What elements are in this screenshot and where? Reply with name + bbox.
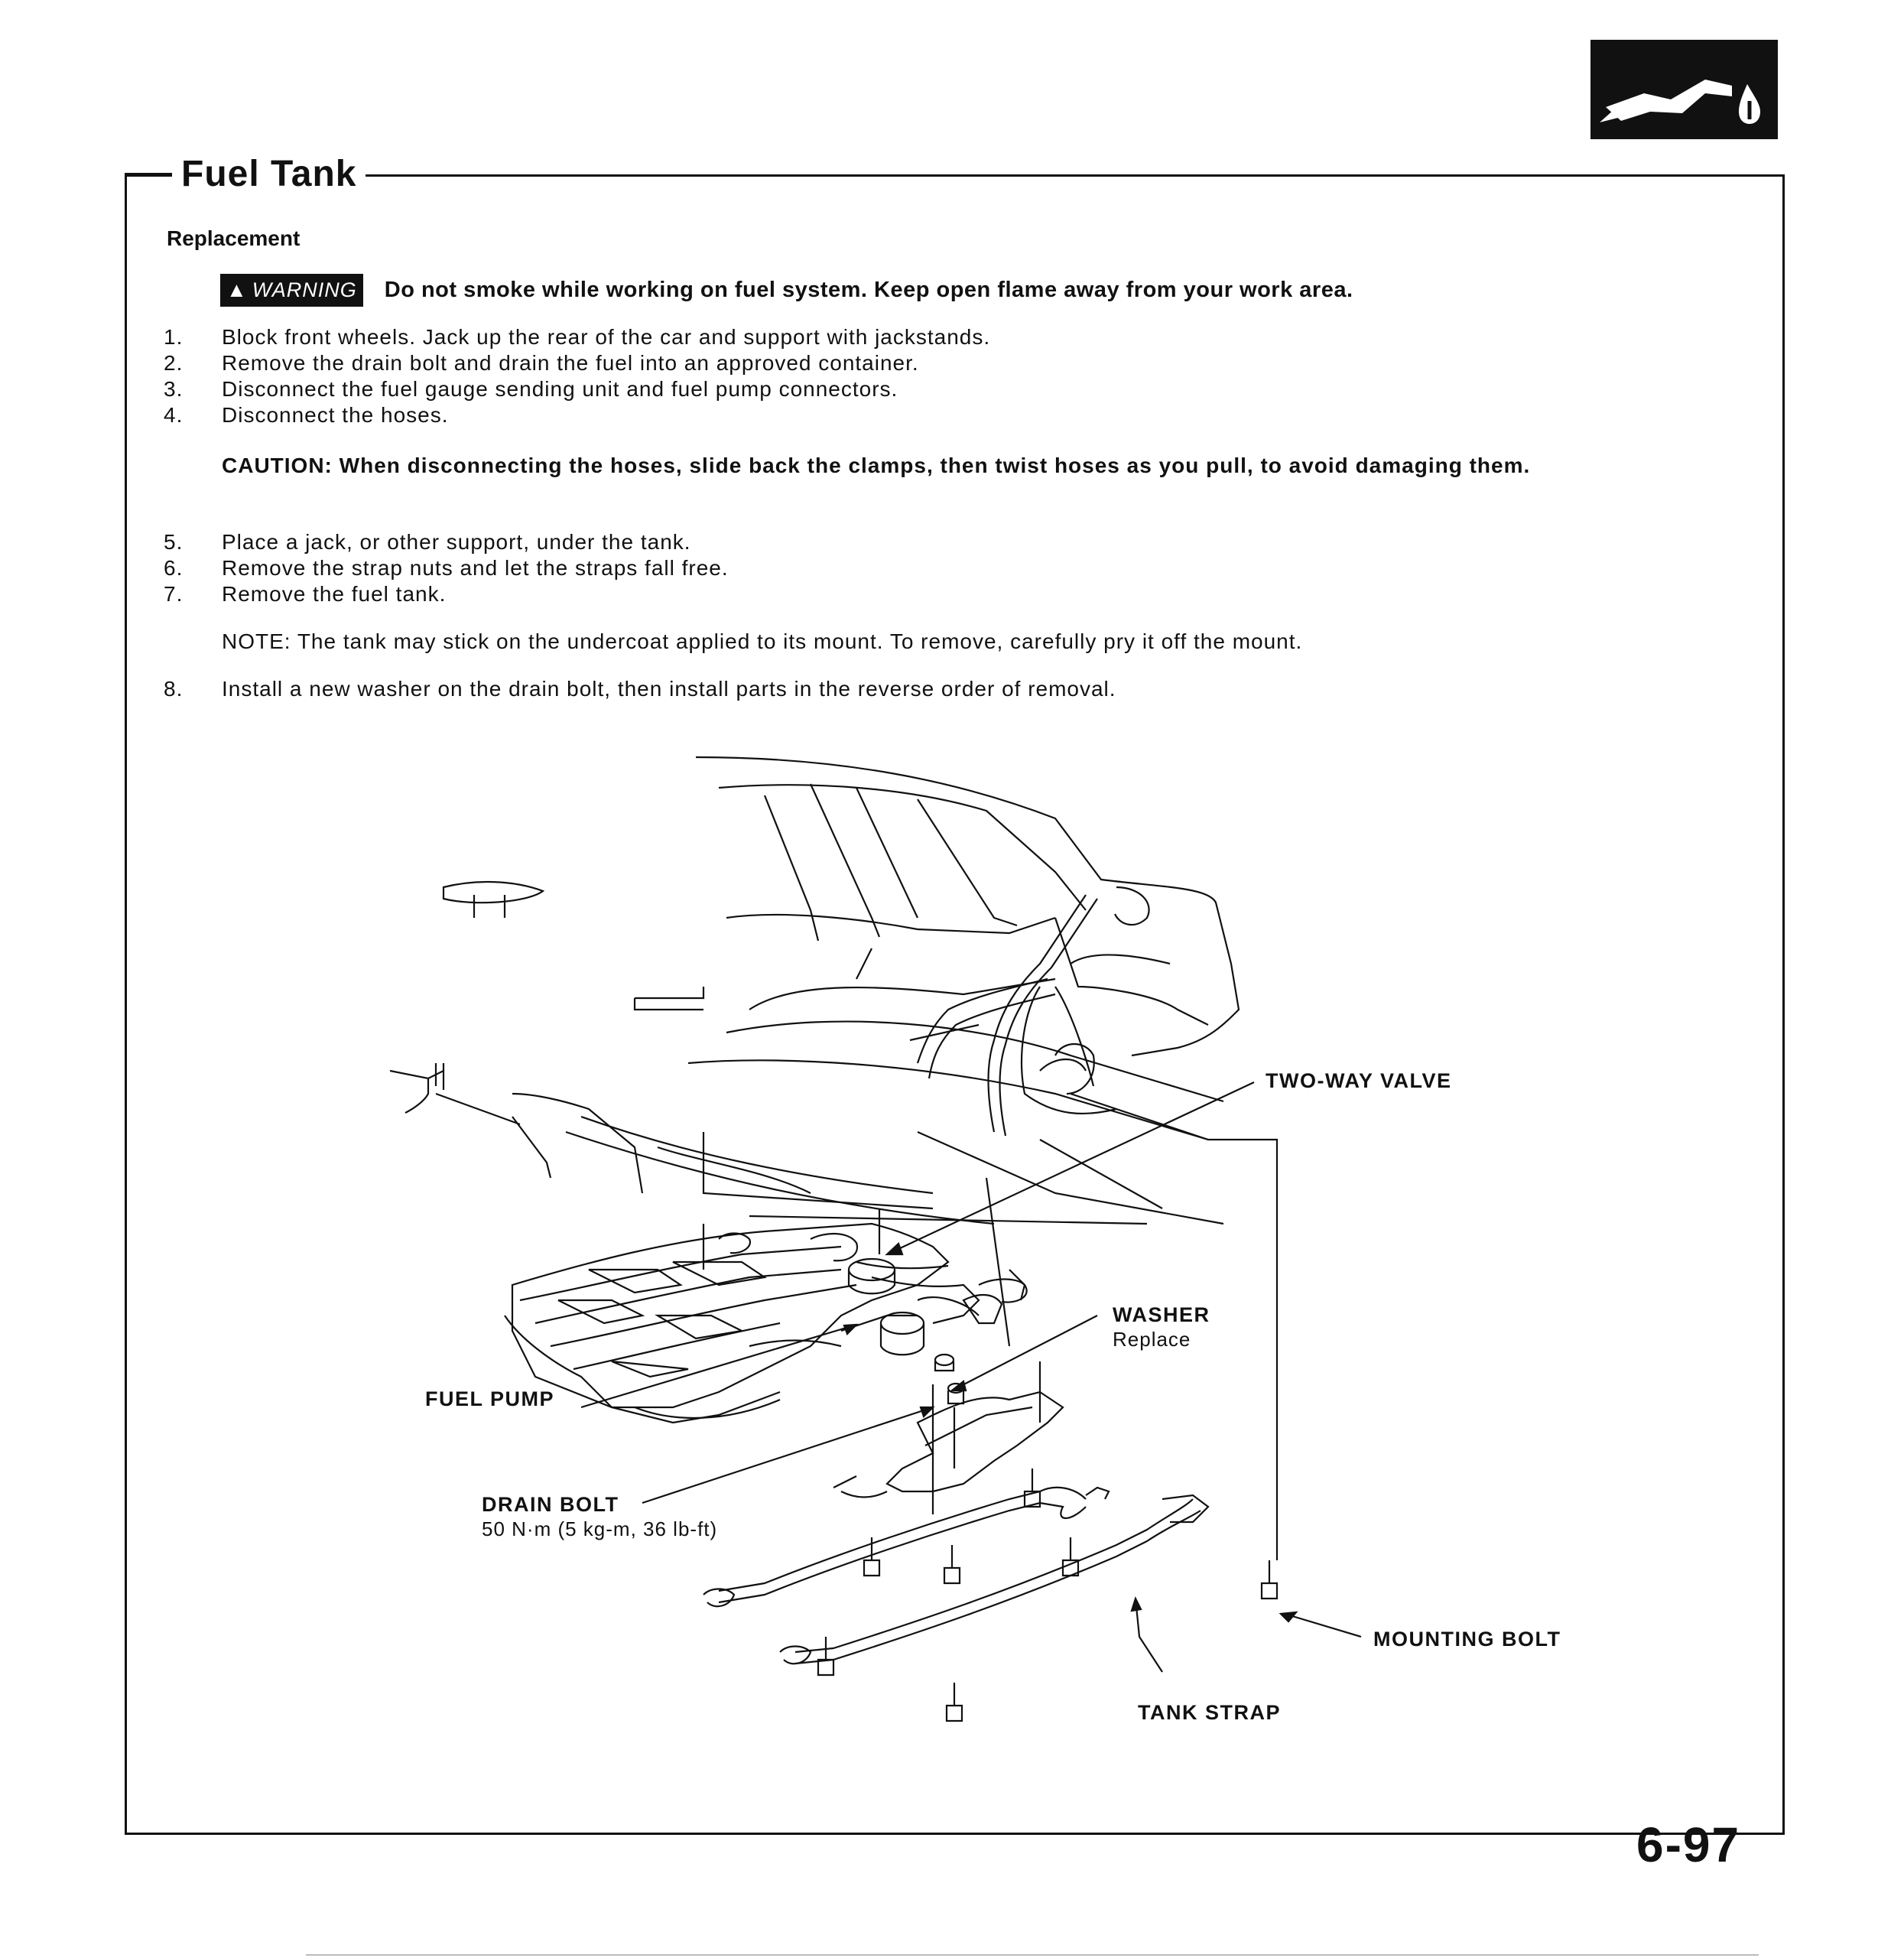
steps-list-c: 8.Install a new washer on the drain bolt… <box>164 676 1739 702</box>
caution-label: CAUTION: <box>222 454 333 477</box>
section-badge <box>1590 40 1778 139</box>
steps-list-a: 1.Block front wheels. Jack up the rear o… <box>164 324 1739 428</box>
step-5: 5.Place a jack, or other support, under … <box>164 530 691 554</box>
step-3: 3.Disconnect the fuel gauge sending unit… <box>164 377 898 401</box>
section-heading: Replacement <box>167 226 301 250</box>
warning-badge: ▲ WARNING <box>220 274 363 307</box>
bottom-rule <box>306 1954 1759 1956</box>
step-6: 6.Remove the strap nuts and let the stra… <box>164 556 729 580</box>
label-mounting-bolt: MOUNTING BOLT <box>1373 1628 1561 1651</box>
filler-hoses <box>909 894 1098 1137</box>
label-fuel-pump: FUEL PUMP <box>425 1387 555 1410</box>
label-washer: WASHER <box>1113 1303 1210 1326</box>
warning-row: ▲ WARNING Do not smoke while working on … <box>220 274 1353 307</box>
caution-note: CAUTION: When disconnecting the hoses, s… <box>222 451 1743 480</box>
caution-text: When disconnecting the hoses, slide back… <box>339 454 1531 477</box>
warning-badge-label: WARNING <box>252 278 357 301</box>
step-8: 8.Install a new washer on the drain bolt… <box>164 677 1116 701</box>
mounting-brackets <box>389 880 705 1194</box>
tank-straps <box>703 1486 1210 1665</box>
fuel-nozzle-icon <box>1600 80 1760 124</box>
label-tank-strap: TANK STRAP <box>1138 1701 1281 1724</box>
heat-shield <box>833 1361 1064 1514</box>
note-text: NOTE: The tank may stick on the undercoa… <box>222 629 1303 653</box>
step-1: 1.Block front wheels. Jack up the rear o… <box>164 325 991 349</box>
car-body-outline <box>687 756 1240 1141</box>
step-2: 2.Remove the drain bolt and drain the fu… <box>164 351 919 375</box>
page-title: Fuel Tank <box>172 153 366 195</box>
label-drain-bolt: DRAIN BOLT <box>482 1493 619 1516</box>
callout-leaders <box>580 1081 1255 1673</box>
label-washer-sub: Replace <box>1113 1328 1191 1351</box>
steps-list-b: 5.Place a jack, or other support, under … <box>164 529 1739 607</box>
content-frame <box>125 174 1785 1835</box>
warning-triangle-icon: ▲ <box>226 278 248 301</box>
label-two-way-valve: TWO-WAY VALVE <box>1266 1069 1452 1092</box>
fuel-tank <box>504 1222 980 1424</box>
step-7: 7.Remove the fuel tank. <box>164 582 447 606</box>
mounting-bolt-leader <box>1070 1092 1362 1638</box>
fuel-tank-diagram <box>389 756 1362 1722</box>
label-drain-bolt-torque: 50 N·m (5 kg-m, 36 lb-ft) <box>482 1517 718 1540</box>
bolts <box>817 1468 1279 1722</box>
warning-text: Do not smoke while working on fuel syste… <box>384 278 1353 302</box>
washer-drain-bolt <box>934 1353 965 1468</box>
title-rule <box>125 173 172 175</box>
step-4: 4.Disconnect the hoses. <box>164 403 449 427</box>
layout-lines <box>565 1115 1224 1347</box>
fuel-pump-unit <box>847 1257 1028 1356</box>
page-number: 6-97 <box>1636 1817 1741 1872</box>
